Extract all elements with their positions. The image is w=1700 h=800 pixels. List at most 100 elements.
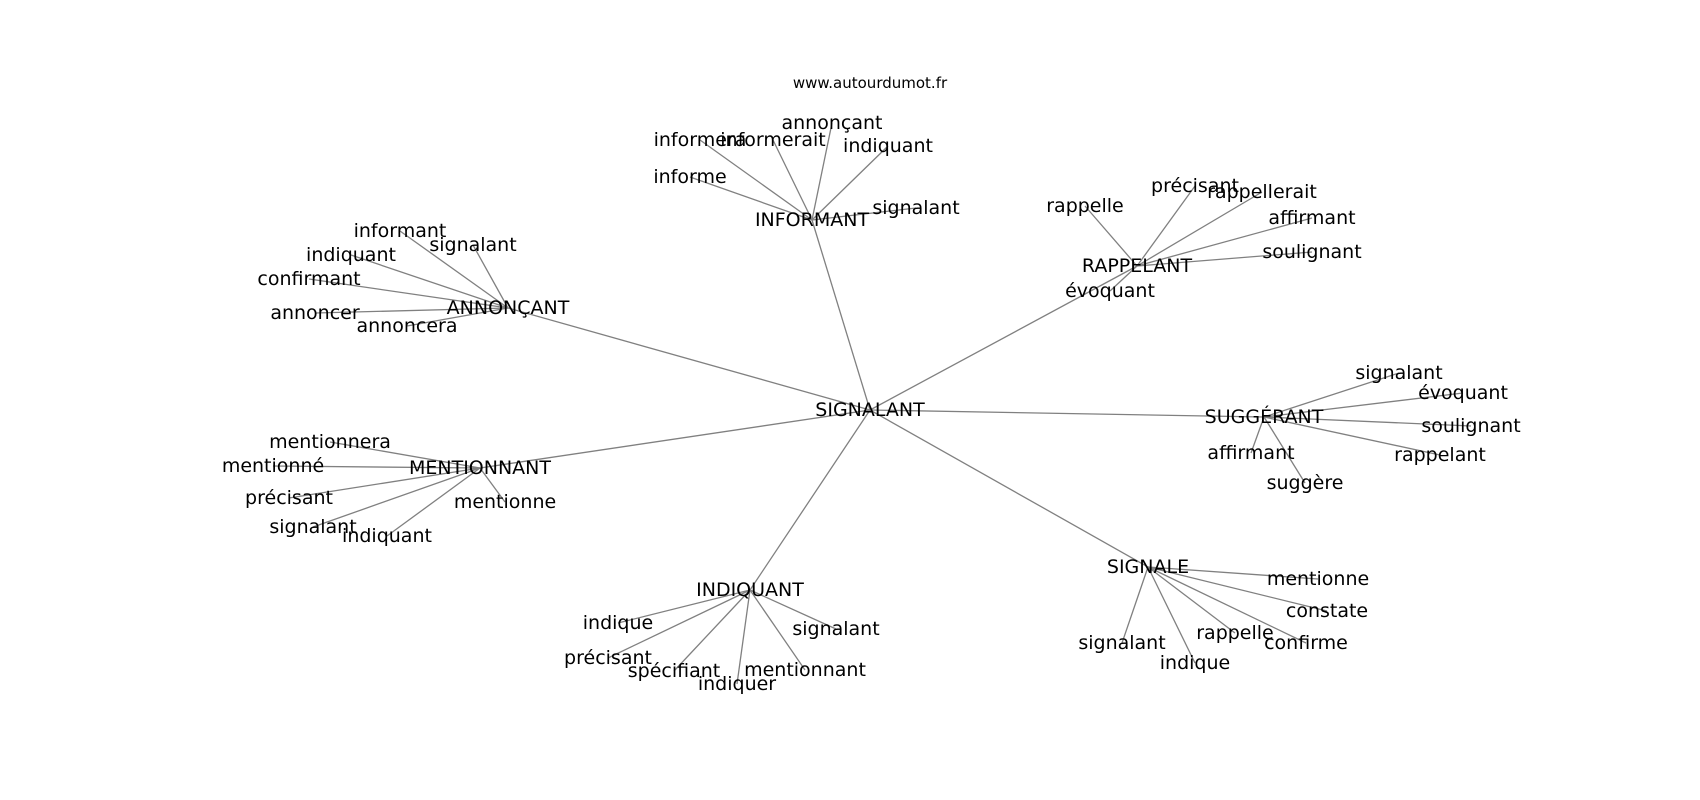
- edge-hub-leaf: [1136, 217, 1313, 267]
- leaf-word[interactable]: signalant: [792, 618, 879, 640]
- edge-hub-leaf: [272, 465, 481, 469]
- leaf-word[interactable]: signalant: [1355, 362, 1442, 384]
- leaf-word[interactable]: signalant: [1078, 632, 1165, 654]
- edge-hub-leaf: [749, 589, 837, 630]
- leaf-word[interactable]: suggère: [1267, 472, 1344, 494]
- leaf-word[interactable]: affirmant: [1268, 207, 1355, 229]
- edge-hub-leaf: [1263, 372, 1400, 418]
- leaf-word[interactable]: soulignant: [1262, 241, 1361, 263]
- leaf-word[interactable]: confirmant: [257, 268, 360, 290]
- edge-hub-leaf: [673, 589, 751, 672]
- edge-hub-leaf: [329, 441, 481, 469]
- hub-word[interactable]: MENTIONNANT: [409, 457, 551, 479]
- leaf-word[interactable]: rappelle: [1196, 622, 1274, 644]
- leaf-word[interactable]: annonçant: [782, 112, 883, 134]
- edge-hub-leaf: [386, 467, 481, 537]
- edge-hub-leaf: [617, 589, 751, 624]
- center-word[interactable]: SIGNALANT: [815, 399, 925, 421]
- hub-word[interactable]: INFORMANT: [755, 209, 870, 231]
- edge-hub-leaf: [1263, 416, 1441, 456]
- edge-center-hub: [749, 409, 871, 591]
- leaf-word[interactable]: constate: [1286, 600, 1368, 622]
- edge-hub-leaf: [699, 139, 813, 221]
- leaf-word[interactable]: évoquant: [1065, 280, 1155, 302]
- hub-word[interactable]: SIGNALE: [1107, 556, 1189, 578]
- leaf-word[interactable]: signalant: [269, 516, 356, 538]
- edge-hub-leaf: [1136, 251, 1313, 267]
- edge-hub-leaf: [1121, 566, 1149, 644]
- edge-hub-leaf: [1263, 416, 1472, 427]
- leaf-word[interactable]: indiquant: [843, 135, 933, 157]
- hub-word[interactable]: ANNONÇANT: [447, 297, 570, 319]
- edge-hub-leaf: [1263, 392, 1464, 418]
- edge-hub-leaf: [607, 589, 751, 659]
- graph-labels: www.autourdumot.fr INFORMANTinformerainf…: [222, 74, 1521, 695]
- edge-center-hub: [869, 409, 1265, 418]
- leaf-word[interactable]: mentionnera: [269, 431, 391, 453]
- leaf-word[interactable]: précisant: [1151, 175, 1239, 197]
- edge-hub-leaf: [736, 589, 751, 685]
- edge-hub-leaf: [399, 230, 509, 309]
- leaf-word[interactable]: confirme: [1264, 632, 1348, 654]
- edge-hub-leaf: [288, 467, 481, 499]
- edge-center-hub: [479, 409, 871, 469]
- leaf-word[interactable]: indiquer: [698, 673, 776, 695]
- leaf-word[interactable]: évoquant: [1418, 382, 1508, 404]
- edge-hub-leaf: [1147, 566, 1307, 644]
- leaf-word[interactable]: mentionne: [1267, 568, 1369, 590]
- edge-hub-leaf: [350, 254, 509, 309]
- edge-hub-leaf: [312, 467, 481, 528]
- edge-hub-leaf: [1136, 185, 1196, 267]
- edge-hub-leaf: [1147, 566, 1236, 634]
- edge-hub-leaf: [772, 139, 813, 221]
- edge-hub-leaf: [308, 278, 509, 309]
- edge-center-hub: [507, 307, 871, 411]
- edge-center-hub: [869, 265, 1138, 411]
- leaf-word[interactable]: mentionne: [454, 491, 556, 513]
- leaf-word[interactable]: informe: [653, 166, 726, 188]
- site-url: www.autourdumot.fr: [793, 74, 948, 92]
- hub-word[interactable]: RAPPELANT: [1082, 255, 1193, 277]
- leaf-word[interactable]: précisant: [245, 487, 333, 509]
- hub-word[interactable]: INDIQUANT: [696, 579, 804, 601]
- edge-hub-leaf: [1250, 416, 1265, 454]
- leaf-word[interactable]: signalant: [429, 234, 516, 256]
- edge-hub-leaf: [1147, 566, 1196, 664]
- edge-hub-leaf: [1136, 191, 1263, 267]
- leaf-word[interactable]: annoncer: [270, 302, 360, 324]
- leaf-word[interactable]: précisant: [564, 647, 652, 669]
- leaf-word[interactable]: rappellerait: [1207, 181, 1317, 203]
- edge-hub-leaf: [472, 244, 509, 309]
- leaf-word[interactable]: indiquant: [342, 525, 432, 547]
- leaf-word[interactable]: soulignant: [1421, 415, 1520, 437]
- leaf-word[interactable]: rappelant: [1394, 444, 1486, 466]
- leaf-word[interactable]: signalant: [872, 197, 959, 219]
- edge-hub-leaf: [689, 176, 813, 221]
- leaf-word[interactable]: indiquant: [306, 244, 396, 266]
- edge-center-hub: [811, 219, 871, 411]
- leaf-word[interactable]: indique: [1160, 652, 1230, 674]
- leaf-word[interactable]: annoncera: [357, 315, 458, 337]
- leaf-word[interactable]: informant: [354, 220, 447, 242]
- edge-hub-leaf: [749, 589, 806, 671]
- edge-hub-leaf: [1084, 205, 1138, 267]
- edge-hub-leaf: [811, 207, 917, 221]
- hub-word[interactable]: SUGGÉRANT: [1205, 405, 1324, 428]
- edge-hub-leaf: [1109, 265, 1138, 292]
- leaf-word[interactable]: rappelle: [1046, 195, 1124, 217]
- edge-hub-leaf: [811, 122, 833, 221]
- leaf-word[interactable]: indique: [583, 612, 653, 634]
- edge-hub-leaf: [479, 467, 506, 503]
- leaf-word[interactable]: spécifiant: [628, 660, 720, 682]
- edge-hub-leaf: [1147, 566, 1328, 612]
- graph-edges: [272, 122, 1472, 685]
- leaf-word[interactable]: informerait: [720, 129, 826, 151]
- leaf-word[interactable]: informera: [654, 129, 747, 151]
- edge-center-hub: [869, 409, 1149, 568]
- leaf-word[interactable]: affirmant: [1207, 442, 1294, 464]
- edge-hub-leaf: [1147, 566, 1319, 580]
- edge-hub-leaf: [1263, 416, 1306, 484]
- leaf-word[interactable]: mentionnant: [744, 659, 866, 681]
- leaf-word[interactable]: mentionné: [222, 455, 324, 477]
